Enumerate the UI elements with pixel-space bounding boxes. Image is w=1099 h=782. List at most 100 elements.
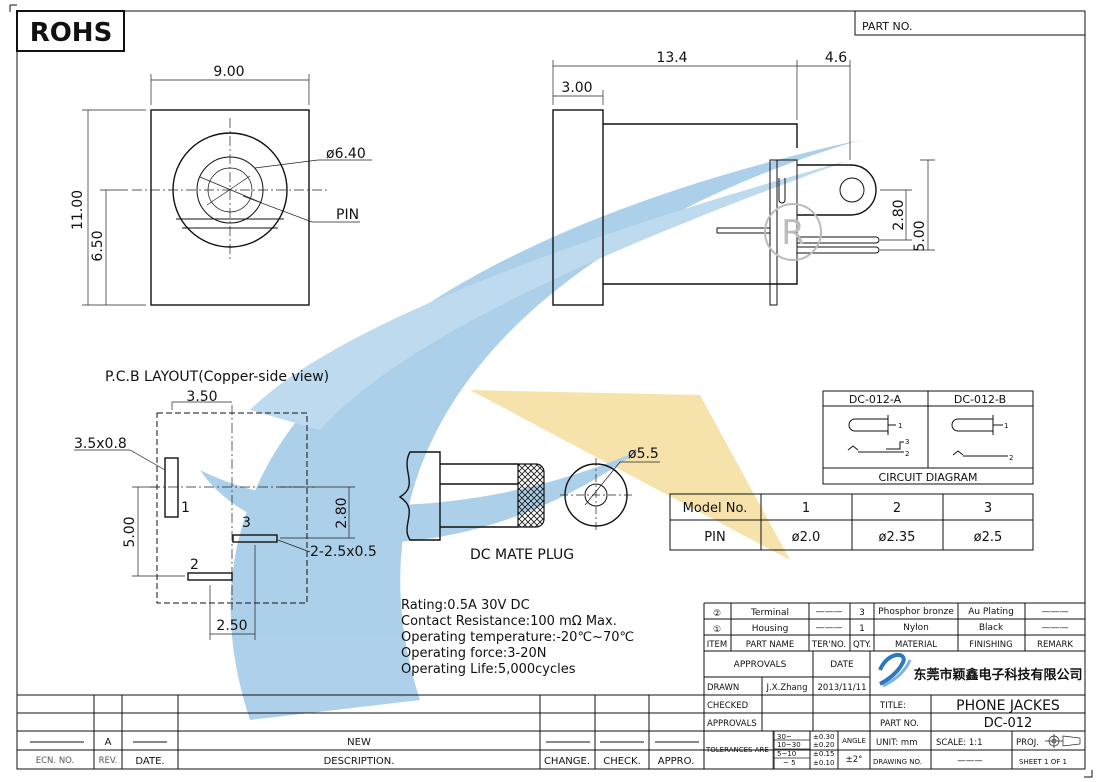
- model-header-3: 3: [984, 501, 992, 516]
- side-flange: [769, 159, 778, 306]
- side-spacing-b-dim: [880, 159, 935, 251]
- pcb-slot-leader: [74, 449, 166, 471]
- corner-mark: [9, 4, 17, 12]
- model-row-1: ø2.0: [792, 530, 821, 545]
- rev-date-label: DATE.: [135, 756, 164, 767]
- revision-block: A NEW ECN. NO. REV. DATE. DESCRIPTION. C…: [17, 694, 704, 769]
- side-view: R 13.4 4.6 3.00 2.80 5.00: [552, 50, 935, 306]
- pcb-bottom-dim: [209, 545, 256, 640]
- plug-label: DC MATE PLUG: [470, 547, 574, 563]
- side-length-label: 13.4: [656, 50, 687, 66]
- plug-diameter-label: ø5.5: [628, 446, 659, 462]
- circuit-caption: CIRCUIT DIAGRAM: [879, 471, 978, 484]
- front-body: [150, 109, 310, 306]
- tb-part-no: DC-012: [984, 716, 1033, 731]
- bom-finishing-1: Black: [979, 623, 1004, 633]
- side-spacing-a-label: 2.80: [891, 199, 907, 230]
- front-center-dim: [100, 189, 128, 305]
- side-pin-short: [716, 227, 770, 234]
- watermark-blue-arc-2: [200, 450, 640, 543]
- tb-tol-value-1: ±0.20: [813, 741, 834, 749]
- model-row-0: PIN: [704, 530, 725, 545]
- tb-drawing-no: DRAWING NO.: [873, 758, 922, 766]
- bom-ter-2: ———: [816, 607, 843, 617]
- tb-sheet: SHEET 1 OF 1: [1019, 758, 1067, 766]
- pcb-spacing-label: 2.80: [334, 497, 350, 528]
- rev-cols: [93, 695, 650, 769]
- pcb-slot-label: 3.5x0.8: [74, 436, 127, 452]
- bom-item-1: ①: [713, 625, 721, 635]
- pcb-slot-1: [164, 457, 179, 518]
- side-terminal-hole: [839, 177, 865, 203]
- front-width-dim: [150, 74, 310, 105]
- circuit-a-contacts: [847, 441, 904, 453]
- circuit-grid: [823, 391, 1033, 469]
- pcb-bottom-label: 2.50: [216, 618, 247, 634]
- bom-head-finishing: FINISHING: [969, 640, 1013, 650]
- pin-leader: [242, 195, 360, 223]
- pcb-height-dim: [132, 486, 185, 577]
- side-tail-label: 4.6: [825, 50, 847, 66]
- bom-rows: [704, 602, 1085, 652]
- front-height-dim: [82, 109, 146, 306]
- tb-tol-grid: [772, 731, 810, 769]
- circuit-b-pin2: 2: [1009, 454, 1013, 462]
- pcb-width-dim: [171, 401, 232, 410]
- watermark-blue-arc-3: [250, 160, 850, 430]
- pcb-pin-3: 3: [242, 515, 251, 531]
- part-no-box: [854, 11, 1085, 36]
- side-spacing-a-dim: [880, 189, 912, 241]
- part-no-box-label: PART NO.: [862, 20, 912, 33]
- border-frame: [16, 10, 1086, 770]
- bom-material-2: Phosphor bronze: [878, 607, 954, 617]
- tb-angle-label: ANGLE: [842, 737, 866, 745]
- bom-qty-1: 1: [859, 624, 865, 634]
- tb-unit: UNIT: mm: [876, 738, 917, 748]
- pcb-pad-leader: [277, 539, 311, 553]
- corner-mark: [1084, 770, 1093, 778]
- front-view: 9.00 11.00 6.50 ø6.40 PIN: [70, 64, 372, 306]
- title-cols: [761, 651, 1013, 769]
- tb-tol-value-2: ±0.15: [813, 750, 834, 758]
- side-front-dim: [553, 90, 604, 105]
- circuit-diagram: DC-012-A DC-012-B CIRCUIT DIAGRAM 1 3 2 …: [822, 390, 1034, 485]
- tb-tol-range-1: 10~30: [777, 741, 801, 749]
- plug-knurl: [517, 463, 545, 528]
- tb-tolerances: TOLERANCES ARE: [705, 746, 769, 754]
- tb-tol-range-3: ~ 5: [783, 759, 796, 767]
- rev-description-label: DESCRIPTION.: [324, 756, 395, 767]
- tb-angle-value: ±2°: [846, 755, 863, 765]
- front-height-label: 11.00: [70, 190, 86, 230]
- rohs-badge: ROHS: [30, 18, 113, 48]
- pcb-height-label: 5.00: [122, 516, 138, 547]
- tb-title-label: TITLE:: [879, 701, 906, 711]
- specs: Rating:0.5A 30V DC Contact Resistance:10…: [401, 598, 634, 677]
- tb-approvals: APPROVALS: [734, 660, 787, 670]
- rev-appro-label: APPRO.: [658, 756, 695, 767]
- tb-tol-value-0: ±0.30: [813, 733, 834, 741]
- side-spacing-b-label: 5.00: [912, 220, 928, 251]
- bom-table: ② Terminal ——— 3 Phosphor bronze Au Plat…: [703, 602, 1085, 769]
- model-header-0: Model No.: [683, 501, 748, 516]
- tb-drawing-no-value: ———: [957, 756, 983, 766]
- side-terminal-tab: [797, 164, 877, 216]
- rev-desc-value: NEW: [347, 737, 371, 748]
- watermark-blue-arc-1: [230, 140, 861, 720]
- side-length-dim: [552, 60, 851, 160]
- side-spring: [778, 178, 786, 204]
- rev-value: A: [105, 737, 112, 748]
- pcb-pad-3: [232, 534, 278, 543]
- plug-dia-leader: [584, 461, 660, 506]
- tb-checked: CHECKED: [707, 701, 749, 711]
- pcb-pin-2: 2: [190, 557, 199, 573]
- circuit-col-a: DC-012-A: [849, 393, 902, 406]
- circuit-b-pin1: 1: [1004, 422, 1008, 430]
- tb-drawn: DRAWN: [707, 683, 739, 693]
- company-name: 东莞市颖鑫电子科技有限公司: [913, 667, 1082, 683]
- spec-life: Operating Life:5,000cycles: [401, 662, 576, 677]
- registered-icon-glyph: R: [781, 213, 805, 253]
- dc-mate-plug: DC MATE PLUG ø5.5: [398, 446, 660, 563]
- model-row-2: ø2.35: [879, 530, 916, 545]
- model-header-2: 2: [893, 501, 901, 516]
